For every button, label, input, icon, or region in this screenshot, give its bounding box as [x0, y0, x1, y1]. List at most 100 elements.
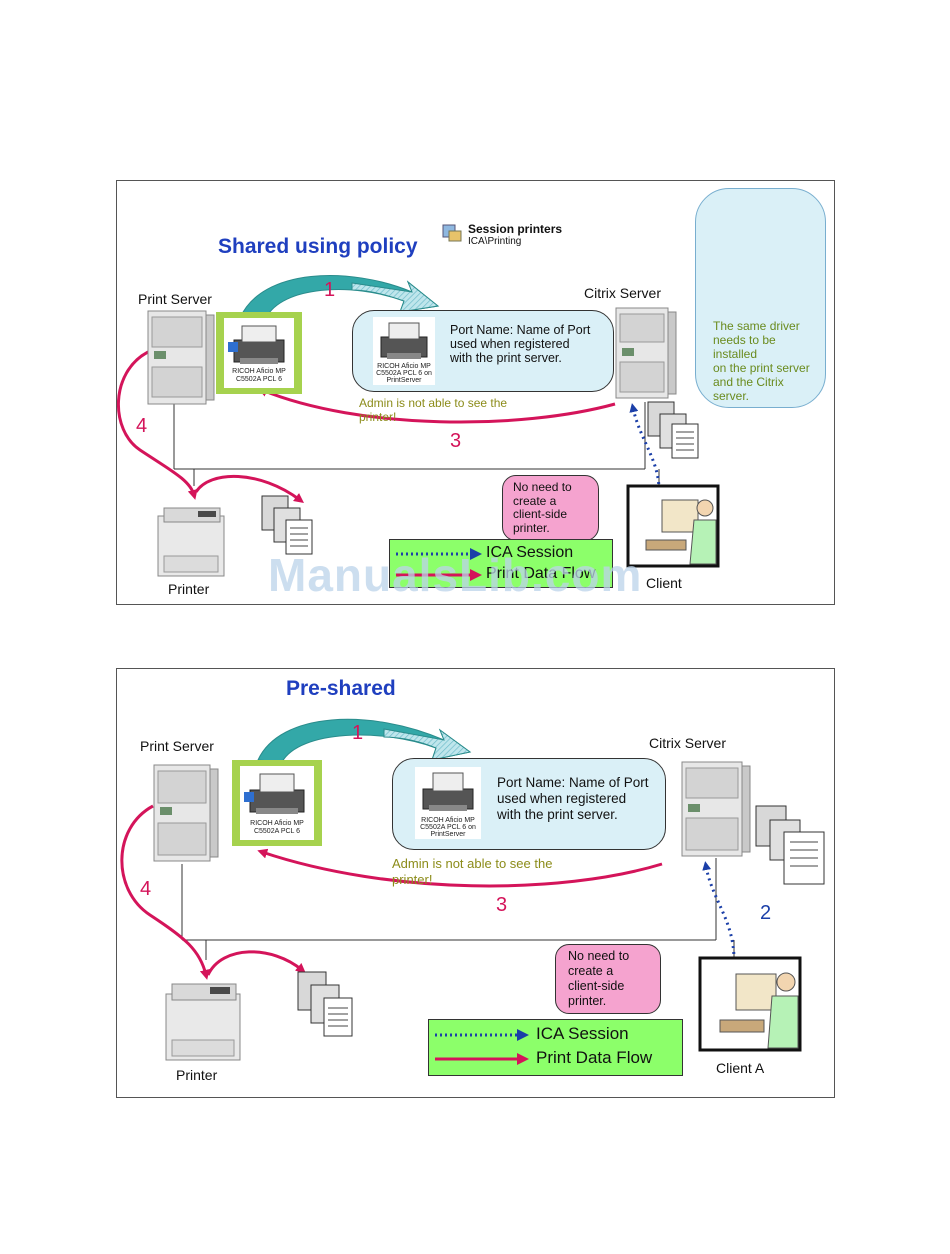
step-3-label: 3: [496, 894, 508, 916]
admin-note-line: Admin is not able to see the: [359, 396, 508, 410]
port-text-line: Port Name: Name of Port: [450, 323, 591, 337]
client-note-line: printer.: [568, 994, 607, 1008]
diagram2-title: Pre-shared: [286, 677, 396, 700]
session-path: ICA\Printing: [468, 236, 522, 247]
client-note-line: client-side: [513, 507, 568, 521]
citrix-server-icon: [681, 761, 751, 857]
client-side-note: No need to create a client-side printer.: [555, 944, 661, 1014]
network-lines: [181, 858, 735, 962]
printer-card: RICOH Aficio MP C5502A PCL 6: [232, 760, 322, 846]
step4-arrow: [120, 804, 210, 980]
client-note-line: No need to: [513, 480, 572, 494]
port-name-bubble: RICOH Aficio MP C5502A PCL 6 on PrintSer…: [392, 758, 666, 850]
session-printers-label: Session printers ICA\Printing: [468, 222, 562, 247]
port-text-line: with the print server.: [497, 807, 618, 822]
document-stack-icon: [297, 971, 353, 1037]
printer-device-icon: [157, 507, 225, 577]
step-1-label: 1: [324, 279, 336, 301]
admin-note: Admin is not able to see the printer!: [392, 856, 552, 888]
printer-card-caption-1: RICOH Aficio MP: [232, 368, 286, 375]
diagram1-title: Shared using policy: [218, 235, 418, 258]
printer-card-caption-2: C5502A PCL 6: [235, 376, 283, 383]
legend-swatches: [396, 548, 482, 581]
admin-note-line: printer!: [359, 410, 397, 424]
session-heading: Session printers: [468, 222, 563, 236]
admin-note: Admin is not able to see the printer!: [359, 396, 507, 424]
port-card-caption-1: RICOH Aficio MP: [421, 817, 475, 824]
ica-session-arrow: [702, 861, 736, 961]
client-computer-icon: [698, 956, 802, 1052]
port-card-caption-3: PrintServer: [386, 377, 422, 384]
citrix-server-icon: [615, 307, 677, 399]
driver-note-line: on the print server: [713, 361, 810, 375]
document-stack-icon: [755, 805, 825, 885]
driver-note-line: installed: [713, 347, 758, 361]
admin-note-line: Admin is not able to see the: [392, 856, 553, 871]
citrix-server-label: Citrix Server: [649, 735, 727, 751]
print-server-icon: [153, 764, 219, 862]
admin-note-line: printer!: [392, 872, 433, 887]
printer-icon: [228, 325, 285, 364]
client-label: Client A: [716, 1060, 765, 1076]
client-note-line: create a: [568, 964, 614, 978]
legend-print-label: Print Data Flow: [536, 1048, 653, 1067]
step3-arrow: [257, 848, 663, 888]
driver-note-line: and the Citrix: [713, 375, 784, 389]
print-server-icon: [147, 310, 215, 405]
driver-note-line: The same driver: [713, 319, 800, 333]
driver-note-text: The same driver needs to be installed on…: [713, 319, 810, 403]
driver-note-panel: The same driver needs to be installed on…: [695, 188, 826, 408]
legend-swatches: [435, 1029, 529, 1065]
port-card-caption-3: PrintServer: [430, 831, 466, 838]
printer-to-docs-arrow: [206, 950, 306, 976]
print-server-label: Print Server: [140, 738, 214, 754]
document-stack-icon: [261, 495, 313, 555]
step3-arrow: [257, 387, 616, 424]
printer-device-icon: [165, 983, 241, 1061]
client-label: Client: [646, 575, 682, 591]
client-note-line: client-side: [568, 979, 625, 993]
driver-note-line: server.: [713, 389, 750, 403]
printer-label: Printer: [168, 581, 210, 597]
citrix-server-label: Citrix Server: [584, 285, 662, 301]
printer-card: RICOH Aficio MP C5502A PCL 6: [216, 312, 302, 394]
port-printer-icon: [380, 322, 428, 359]
print-server-label: Print Server: [138, 291, 212, 307]
client-note-line: No need to: [568, 949, 630, 963]
diagram2-legend: ICA Session Print Data Flow: [428, 1019, 683, 1076]
port-text-line: Port Name: Name of Port: [497, 775, 649, 790]
legend-ica-label: ICA Session: [536, 1024, 629, 1043]
step-1-label: 1: [352, 722, 364, 744]
watermark: ManualsLib.com: [268, 549, 643, 601]
port-text-line: used when registered: [450, 337, 570, 351]
printer-icon: [244, 773, 305, 814]
client-side-note: No need to create a client-side printer.: [502, 475, 599, 541]
driver-note-line: needs to be: [713, 333, 776, 347]
client-computer-icon: [626, 484, 720, 568]
client-note-line: create a: [513, 493, 557, 508]
printer-label: Printer: [176, 1067, 218, 1083]
printer-card-caption-2: C5502A PCL 6: [253, 828, 301, 835]
port-card-caption-2: C5502A PCL 6 on: [376, 370, 432, 377]
diagram1-legend: ICA Session Print Data Flow: [389, 539, 613, 588]
step-2-label: 2: [760, 902, 772, 924]
document-stack-icon: [647, 401, 699, 459]
step-4-label: 4: [136, 415, 148, 437]
port-printer-icon: [422, 772, 474, 811]
network-lines: [173, 402, 660, 488]
step1-arrow: [257, 718, 472, 763]
printer-card-caption-1: RICOH Aficio MP: [250, 820, 304, 827]
port-card-caption-2: C5502A PCL 6 on: [420, 824, 476, 831]
legend-print-label: Print Data Flow: [486, 565, 596, 582]
step1-arrow: [239, 275, 440, 319]
step-3-label: 3: [450, 430, 462, 452]
step4-arrow: [117, 350, 198, 500]
port-name-text: Port Name: Name of Port used when regist…: [450, 323, 590, 365]
session-printer-icon: [442, 224, 462, 242]
legend-ica-label: ICA Session: [486, 544, 574, 561]
port-name-bubble: RICOH Aficio MP C5502A PCL 6 on PrintSer…: [352, 310, 614, 392]
port-text-line: with the print server.: [450, 351, 562, 365]
step-4-label: 4: [140, 878, 152, 900]
port-name-text: Port Name: Name of Port used when regist…: [497, 775, 649, 823]
